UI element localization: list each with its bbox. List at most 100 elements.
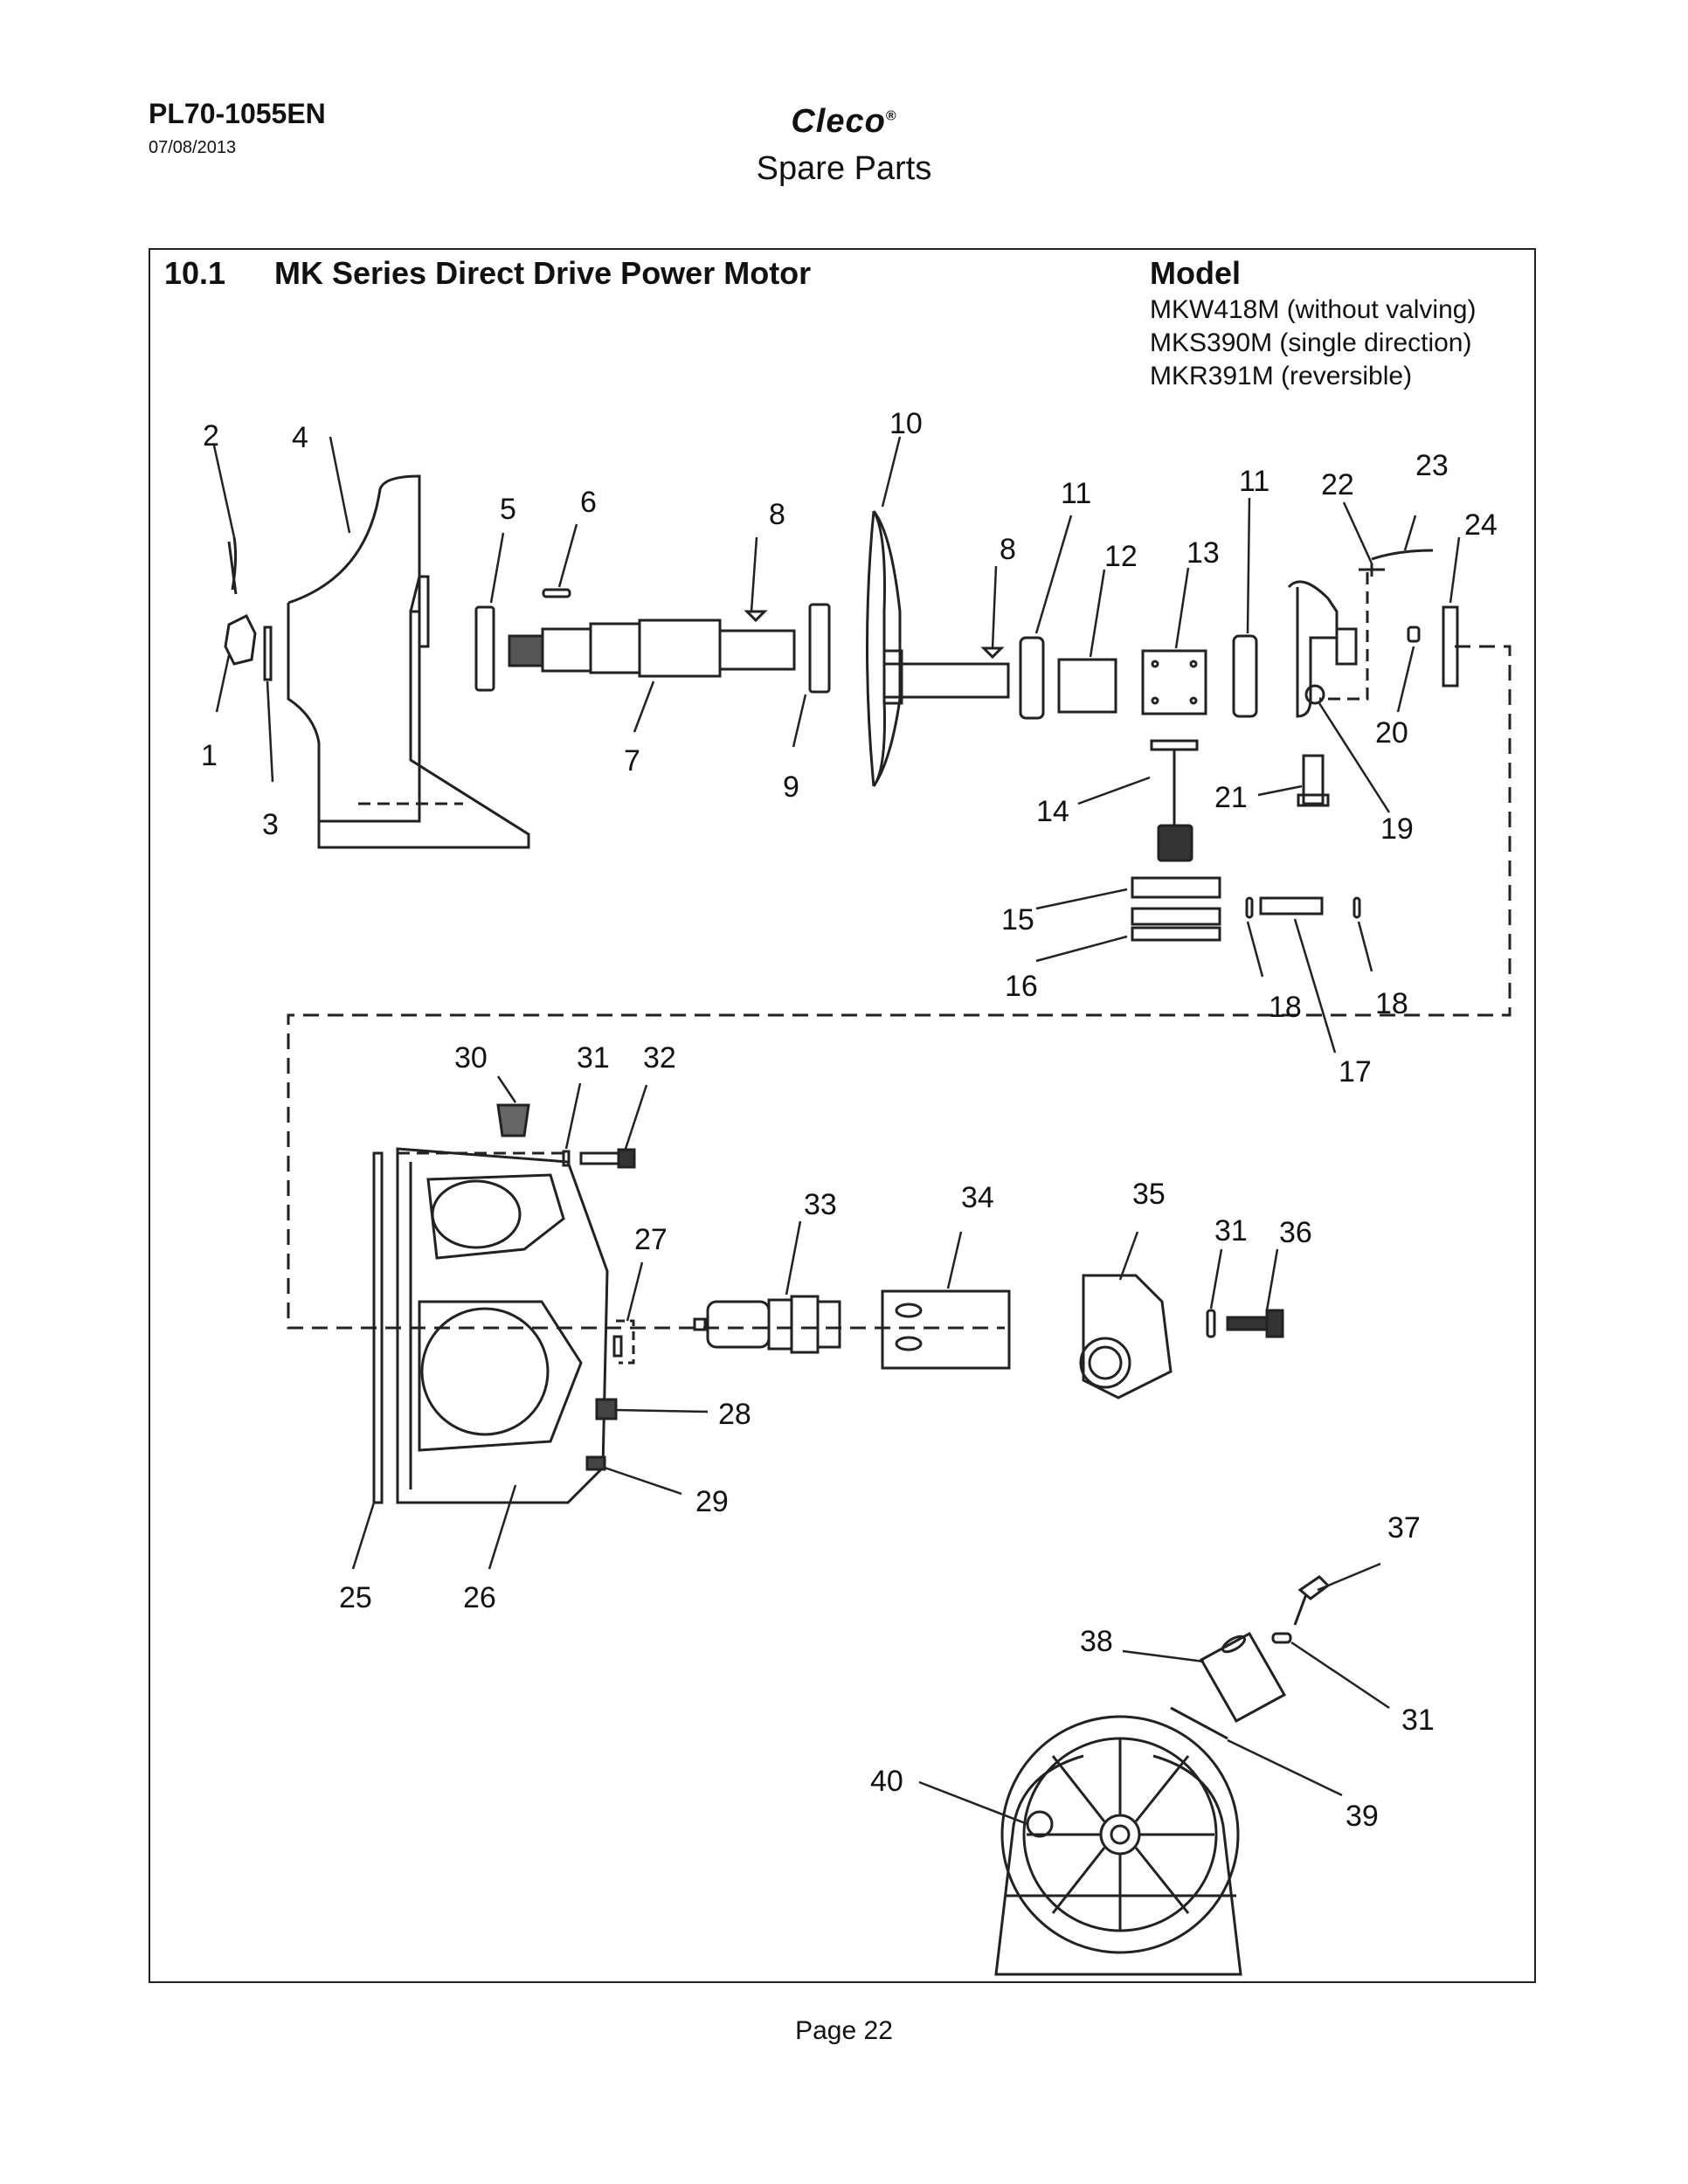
- part-cotter-pin: [227, 536, 238, 595]
- part-piston-14: [1150, 739, 1199, 862]
- section-number: 10.1: [164, 255, 226, 291]
- model-heading: Model: [1150, 255, 1241, 291]
- callout-label: 3: [262, 808, 279, 841]
- callout-label: 29: [695, 1485, 729, 1518]
- callout-label: 2: [203, 419, 219, 453]
- callout-label: 11: [1239, 465, 1269, 498]
- brand-name: Cleco: [791, 103, 886, 140]
- part-plate-13: [1141, 649, 1207, 715]
- section-title: MK Series Direct Drive Power Motor: [274, 255, 812, 291]
- callout-label: 8: [1000, 533, 1016, 566]
- callout-label: 36: [1279, 1216, 1312, 1249]
- part-bolt-21: [1297, 754, 1330, 807]
- callout-label: 6: [580, 486, 597, 519]
- part-bearing-9: [808, 603, 831, 694]
- callout-label: 14: [1036, 795, 1069, 828]
- part-cylinder-38: [1199, 1631, 1287, 1724]
- part-dashed-22: [1319, 572, 1369, 701]
- part-pin-22: [1359, 563, 1385, 577]
- part-fitting-28: [595, 1398, 618, 1420]
- callout-label: 10: [889, 407, 923, 440]
- part-sleeve-17: [1259, 896, 1324, 916]
- callout-label: 22: [1321, 468, 1354, 501]
- callout-label: 37: [1387, 1511, 1421, 1545]
- registered-mark: ®: [885, 108, 897, 124]
- part-spool-33: [693, 1295, 841, 1354]
- callout-label: 18: [1375, 987, 1408, 1020]
- callout-label: 33: [804, 1188, 837, 1221]
- part-washer-31c: [1271, 1632, 1292, 1644]
- part-cotter-23: [1371, 549, 1434, 561]
- part-shaft: [508, 619, 796, 678]
- part-bolt-36: [1226, 1309, 1284, 1338]
- callout-label: 28: [718, 1398, 751, 1431]
- callout-label: 35: [1132, 1178, 1166, 1211]
- model-line-2: MKS390M (single direction): [1150, 328, 1472, 357]
- part-washer-31a: [562, 1150, 571, 1167]
- part-oring-18a: [1245, 896, 1254, 919]
- part-dashed-27: [616, 1319, 635, 1365]
- callout-label: 9: [783, 771, 799, 804]
- part-gasket-25: [372, 1151, 384, 1504]
- callout-label: 25: [339, 1581, 372, 1614]
- brand-logo: Cleco®: [0, 103, 1688, 141]
- callout-label: 12: [1104, 540, 1138, 573]
- callout-label: 17: [1339, 1055, 1372, 1089]
- part-rotor: [866, 510, 1010, 787]
- part-nut: [224, 613, 257, 666]
- callout-label: 1: [201, 739, 218, 772]
- part-key-6: [542, 588, 571, 598]
- part-bolt-32: [579, 1148, 636, 1169]
- model-line-3: MKR391M (reversible): [1150, 362, 1413, 390]
- callout-label: 13: [1186, 536, 1220, 570]
- callout-label: 32: [643, 1041, 676, 1075]
- callout-label: 24: [1464, 508, 1498, 542]
- part-spring-20: [1407, 625, 1421, 643]
- callout-label: 20: [1375, 716, 1408, 750]
- callout-label: 8: [769, 498, 785, 531]
- callout-label: 15: [1001, 903, 1034, 936]
- callout-label: 26: [463, 1581, 496, 1614]
- part-bearing-5: [474, 605, 495, 692]
- callout-label: 21: [1214, 781, 1248, 814]
- callout-label: 27: [634, 1223, 668, 1256]
- callout-label: 38: [1080, 1625, 1113, 1658]
- callout-label: 23: [1415, 449, 1449, 482]
- part-pin-27: [612, 1335, 623, 1358]
- part-breather-30: [496, 1103, 530, 1137]
- callout-label: 40: [870, 1765, 903, 1798]
- callout-label: 18: [1269, 991, 1302, 1024]
- callout-label: 5: [500, 493, 516, 526]
- dashed-connector-line: [287, 645, 1512, 1330]
- part-housing-frame: [287, 474, 530, 849]
- leader-lines: [212, 436, 1461, 1826]
- part-key-8: [744, 610, 768, 623]
- page-number: Page 22: [795, 2016, 893, 2045]
- part-bolt-37: [1293, 1575, 1331, 1626]
- model-line-1: MKW418M (without valving): [1150, 295, 1477, 324]
- page-subtitle: Spare Parts: [756, 150, 932, 187]
- document-date: 07/08/2013: [149, 138, 237, 157]
- callout-label: 4: [292, 421, 308, 454]
- part-cover-34: [881, 1289, 1011, 1370]
- callout-label: 39: [1346, 1800, 1379, 1833]
- part-vane-12: [1057, 658, 1117, 714]
- callout-labels: 2 4 1 3 5 6 7 8 9 10 8 11 12 13 11 22 23…: [201, 407, 1498, 1833]
- document-id: PL70-1055EN: [149, 98, 326, 129]
- callout-label: 30: [454, 1041, 488, 1075]
- callout-label: 31: [1401, 1704, 1435, 1737]
- part-bearing-11a: [1019, 636, 1045, 720]
- callout-label: 7: [624, 744, 640, 778]
- callout-label: 11: [1061, 477, 1091, 510]
- part-oring-18b: [1352, 896, 1361, 919]
- part-washer-31b: [1206, 1309, 1216, 1338]
- part-end-cap-19: [1287, 580, 1358, 718]
- diagram-frame: [149, 248, 1536, 1983]
- callout-label: 19: [1380, 812, 1414, 846]
- part-motor-end-view: [994, 1715, 1242, 1976]
- callout-label: 34: [961, 1181, 994, 1214]
- callout-label: 16: [1005, 970, 1038, 1003]
- part-key-8b: [980, 646, 1005, 660]
- part-washer: [263, 625, 273, 681]
